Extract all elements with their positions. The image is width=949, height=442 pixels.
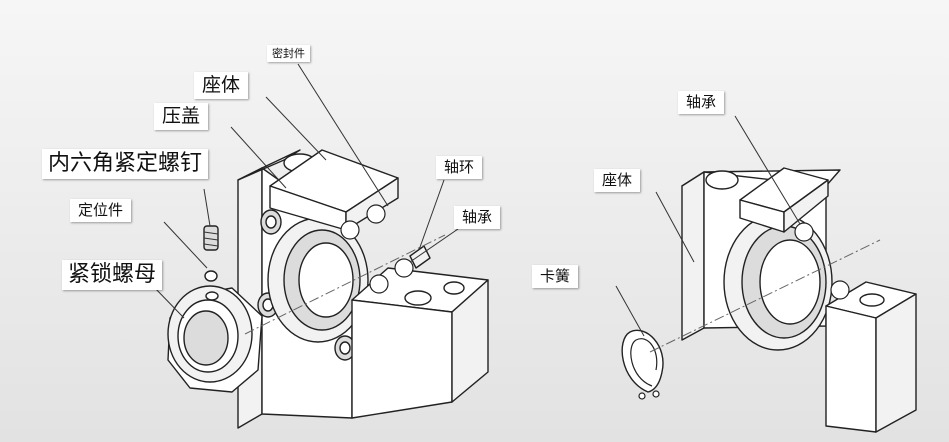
right-bearing-balls: [794, 222, 850, 300]
left-leaders: [151, 63, 459, 319]
right-leaders: [615, 115, 801, 337]
right-axis: [649, 239, 881, 353]
locating-part: [204, 270, 218, 282]
label-shaft-ring: 轴环: [436, 156, 483, 179]
left-axis: [244, 234, 446, 335]
left-bearing-balls: [340, 204, 414, 294]
right-housing: [681, 167, 917, 433]
lock-nut: [167, 285, 263, 393]
label-seal: 密封件: [267, 45, 310, 62]
label-housing-right: 座体: [594, 169, 641, 192]
hex-set-screw: [203, 225, 219, 251]
label-lock-nut: 紧锁螺母: [62, 260, 163, 290]
circlip: [621, 329, 664, 400]
label-housing-left: 座体: [194, 72, 249, 99]
label-pressure-cover: 压盖: [154, 103, 209, 130]
label-bearing-right: 轴承: [678, 91, 725, 114]
label-bearing-left: 轴承: [454, 206, 501, 229]
label-circlip: 卡簧: [532, 265, 579, 288]
label-locating-part: 定位件: [70, 199, 132, 222]
label-hex-set-screw: 内六角紧定螺钉: [42, 149, 209, 179]
left-housing: [237, 149, 489, 429]
